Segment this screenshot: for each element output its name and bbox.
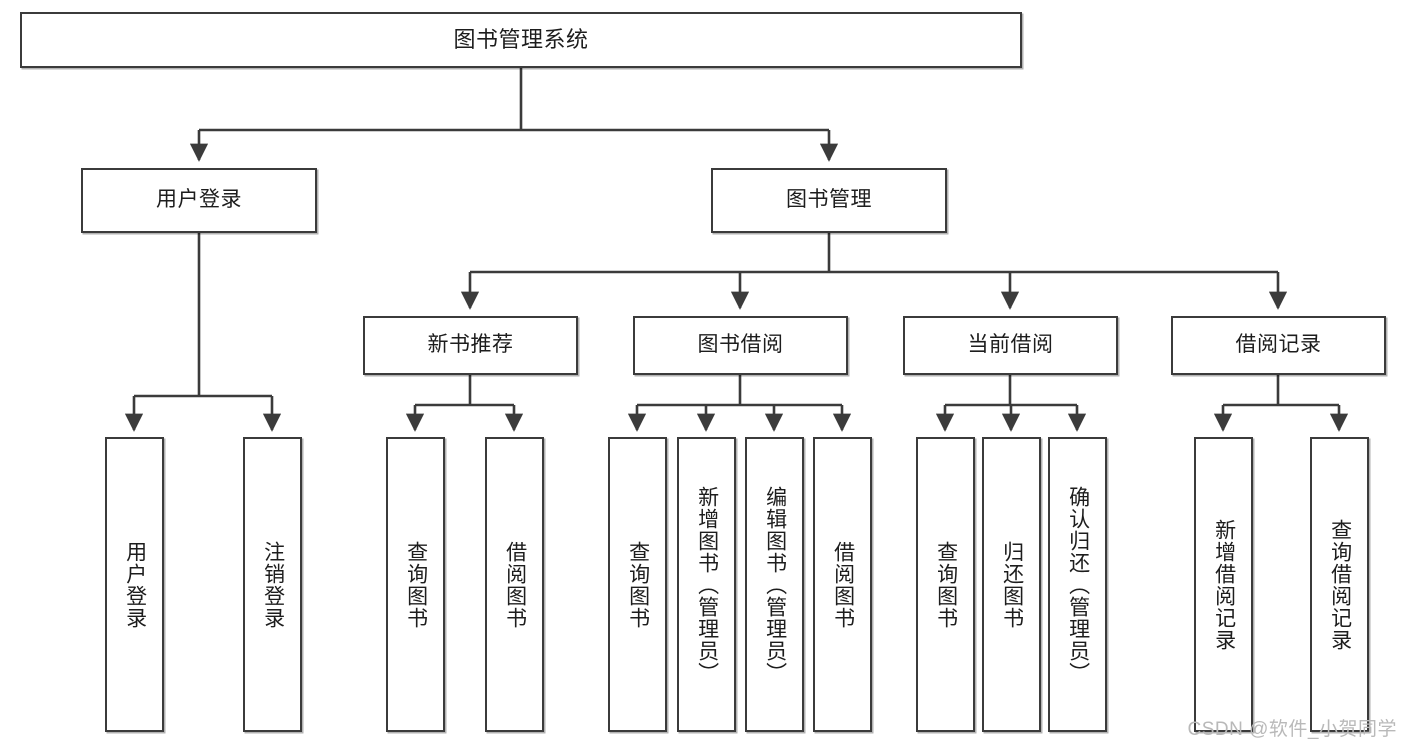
node-label: 图书管理: [786, 188, 872, 212]
node-leaf-edit-book-admin[interactable]: 编辑图书（管理员）: [745, 437, 804, 732]
node-label: 借阅图书: [831, 540, 855, 629]
node-leaf-add-borrow-record[interactable]: 新增借阅记录: [1194, 437, 1253, 732]
node-leaf-borrow-book-recommend[interactable]: 借阅图书: [485, 437, 544, 732]
node-label: 新书推荐: [427, 333, 514, 357]
node-label: 用户登录: [156, 188, 242, 212]
node-label: 当前借阅: [967, 333, 1054, 357]
node-leaf-return-book[interactable]: 归还图书: [982, 437, 1041, 732]
node-leaf-add-book-admin[interactable]: 新增图书（管理员）: [677, 437, 736, 732]
node-label: 新增借阅记录: [1212, 518, 1236, 651]
node-label: 注销登录: [261, 540, 285, 629]
node-book-manage[interactable]: 图书管理: [711, 168, 947, 233]
node-borrow-record[interactable]: 借阅记录: [1171, 316, 1386, 375]
node-label: 编辑图书（管理员）: [763, 485, 787, 684]
node-label: 查询图书: [626, 540, 650, 629]
node-leaf-user-login[interactable]: 用户登录: [105, 437, 164, 732]
node-label: 查询图书: [404, 540, 428, 629]
node-user-login[interactable]: 用户登录: [81, 168, 317, 233]
node-leaf-query-book-recommend[interactable]: 查询图书: [386, 437, 445, 732]
node-label: 查询借阅记录: [1328, 518, 1352, 651]
node-current-borrow[interactable]: 当前借阅: [903, 316, 1118, 375]
node-leaf-query-borrow-record[interactable]: 查询借阅记录: [1310, 437, 1369, 732]
node-label: 图书借阅: [697, 333, 784, 357]
node-leaf-borrow-book[interactable]: 借阅图书: [813, 437, 872, 732]
node-label: 新增图书（管理员）: [695, 485, 719, 684]
node-label: 图书管理系统: [453, 27, 589, 53]
csdn-watermark: CSDN @软件_小贺同学: [1187, 719, 1397, 740]
node-label: 用户登录: [123, 540, 147, 629]
node-leaf-logout[interactable]: 注销登录: [243, 437, 302, 732]
node-label: 归还图书: [1000, 540, 1024, 629]
node-new-book-recommend[interactable]: 新书推荐: [363, 316, 578, 375]
node-book-borrow[interactable]: 图书借阅: [633, 316, 848, 375]
node-root-system[interactable]: 图书管理系统: [20, 12, 1022, 68]
node-leaf-query-book-current[interactable]: 查询图书: [916, 437, 975, 732]
node-label: 借阅图书: [503, 540, 527, 629]
node-leaf-confirm-return-admin[interactable]: 确认归还（管理员）: [1048, 437, 1107, 732]
node-label: 借阅记录: [1235, 333, 1322, 357]
node-leaf-query-book-borrow[interactable]: 查询图书: [608, 437, 667, 732]
node-label: 确认归还（管理员）: [1066, 485, 1090, 684]
node-label: 查询图书: [934, 540, 958, 629]
